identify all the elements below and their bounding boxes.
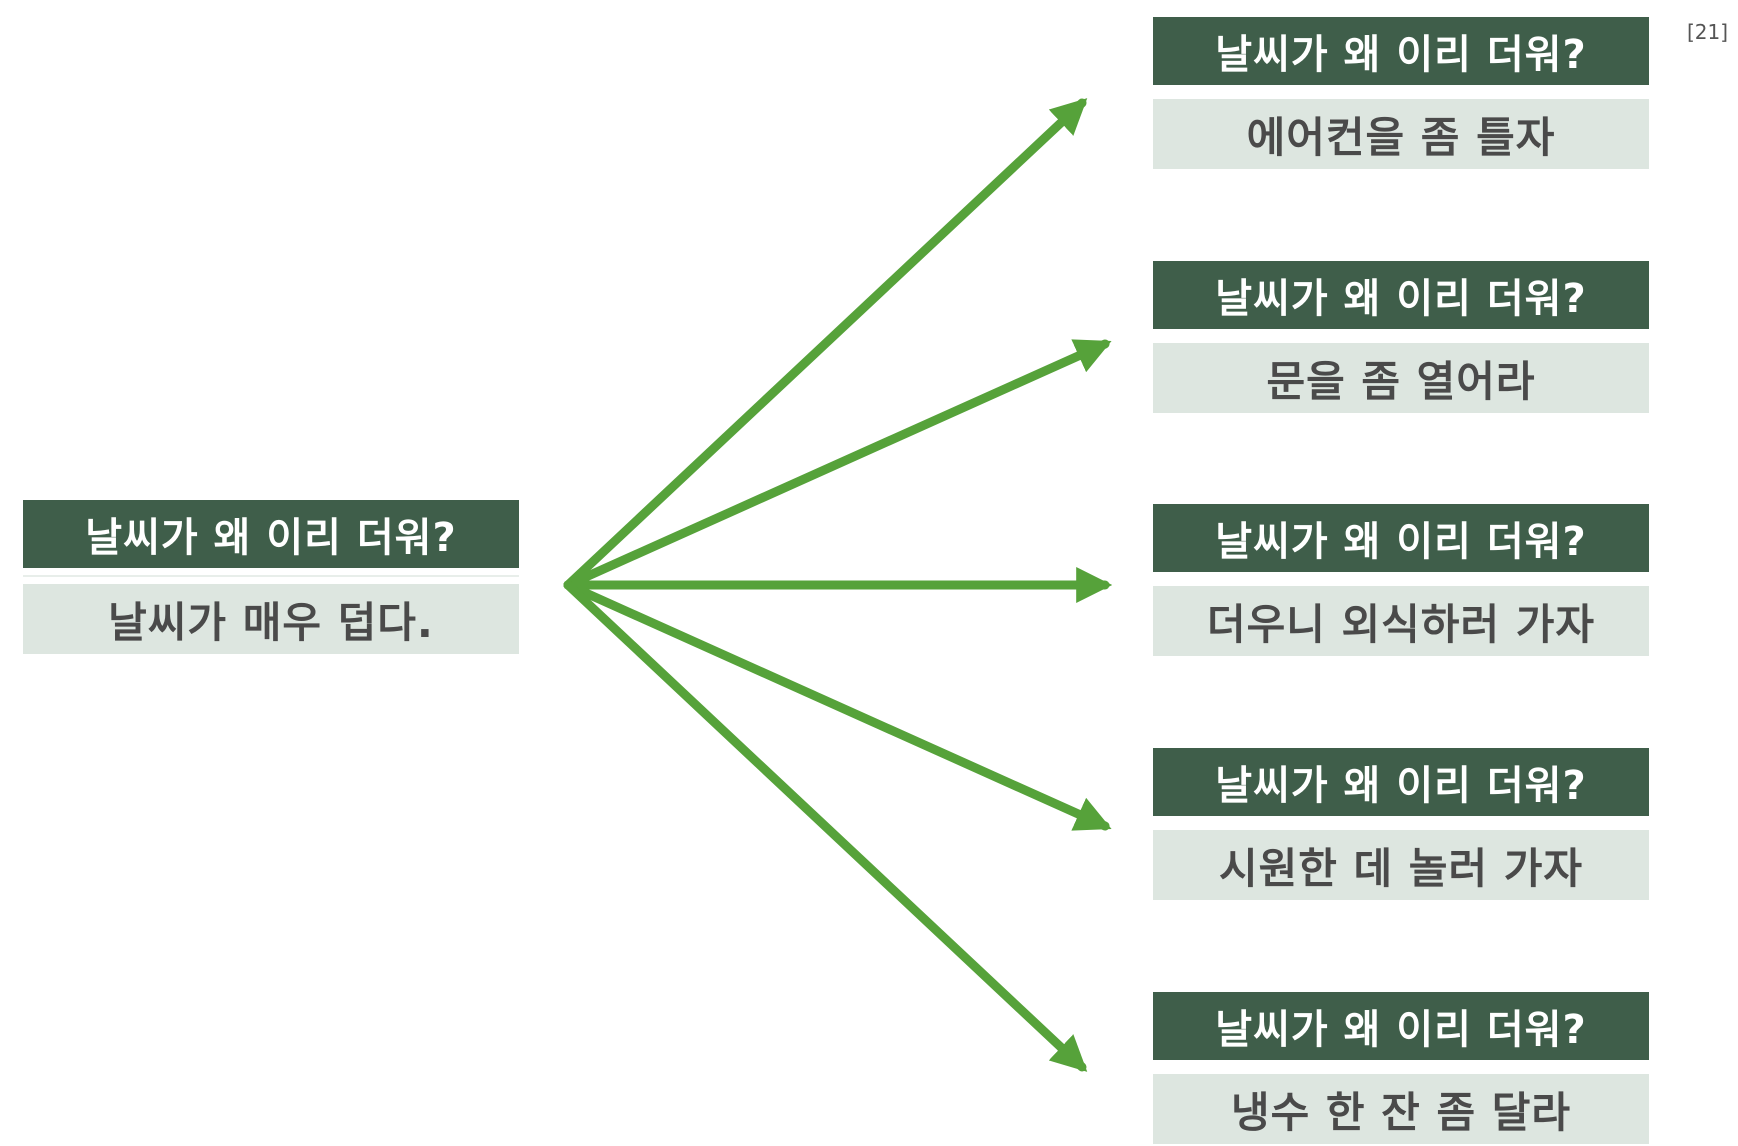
footnote: [21] (1686, 20, 1728, 44)
source-divider (23, 568, 519, 584)
source-statement: 날씨가 매우 덥다. (23, 584, 519, 654)
target-question: 날씨가 왜 이리 더워? (1153, 504, 1649, 572)
target-interpretation: 냉수 한 잔 좀 달라 (1153, 1074, 1649, 1144)
arrow-to-target-2 (563, 339, 1112, 590)
source-question: 날씨가 왜 이리 더워? (23, 500, 519, 568)
target-interpretation: 에어컨을 좀 틀자 (1153, 99, 1649, 169)
target-card-2: 날씨가 왜 이리 더워? 문을 좀 열어라 (1153, 261, 1649, 413)
target-question: 날씨가 왜 이리 더워? (1153, 992, 1649, 1060)
target-interpretation: 더우니 외식하러 가자 (1153, 586, 1649, 656)
target-question: 날씨가 왜 이리 더워? (1153, 748, 1649, 816)
target-card-1: 날씨가 왜 이리 더워? 에어컨을 좀 틀자 (1153, 17, 1649, 169)
arrow-to-target-1 (563, 98, 1088, 590)
target-interpretation: 문을 좀 열어라 (1153, 343, 1649, 413)
target-card-5: 날씨가 왜 이리 더워? 냉수 한 잔 좀 달라 (1153, 992, 1649, 1144)
target-question: 날씨가 왜 이리 더워? (1153, 261, 1649, 329)
target-card-4: 날씨가 왜 이리 더워? 시원한 데 놀러 가자 (1153, 748, 1649, 900)
target-card-3: 날씨가 왜 이리 더워? 더우니 외식하러 가자 (1153, 504, 1649, 656)
target-interpretation: 시원한 데 놀러 가자 (1153, 830, 1649, 900)
arrow-to-target-5 (563, 580, 1088, 1072)
arrow-group (563, 98, 1113, 1072)
arrow-to-target-4 (563, 580, 1112, 831)
source-card: 날씨가 왜 이리 더워? 날씨가 매우 덥다. (23, 500, 519, 654)
target-question: 날씨가 왜 이리 더워? (1153, 17, 1649, 85)
